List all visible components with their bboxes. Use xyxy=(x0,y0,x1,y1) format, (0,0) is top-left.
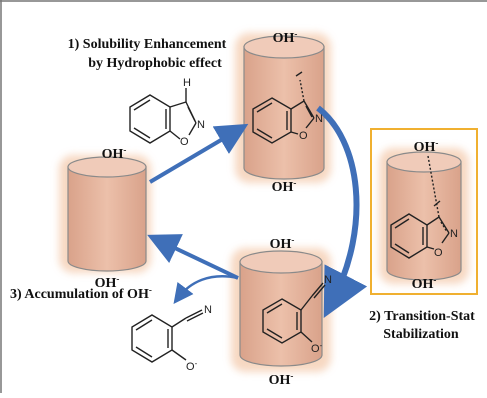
cylinder-right xyxy=(379,148,469,284)
step1-label-line1: 1) Solubility Enhancement xyxy=(68,37,227,52)
atom-label-O-minus: O- xyxy=(311,341,323,355)
arrow-left-to-top xyxy=(148,123,249,184)
salicylonitrile-product-molecule xyxy=(131,309,204,363)
arrow-top-to-bottom xyxy=(316,105,368,318)
bound-substrate-molecule xyxy=(252,71,315,144)
atom-label-N: N xyxy=(324,274,332,286)
cylinder-top-center xyxy=(235,33,331,183)
arrow-product-release xyxy=(173,275,239,304)
bound-product-molecule xyxy=(262,282,326,344)
atom-label-O: O xyxy=(180,136,189,148)
step2-label-line1: 2) Transition-Stat xyxy=(369,309,475,324)
hydroxide-ion: OH- xyxy=(273,29,298,46)
benzisoxazole-molecule xyxy=(129,88,197,144)
atom-label-N: N xyxy=(450,228,458,240)
atom-label-O-minus: O- xyxy=(186,359,198,373)
atom-label-O: O xyxy=(299,130,308,142)
hydroxide-ion: OH- xyxy=(412,275,437,292)
hydroxide-ion: OH- xyxy=(102,145,127,162)
hydroxide-ion: OH- xyxy=(414,138,439,155)
step1-label-line2: by Hydrophobic effect xyxy=(88,56,222,71)
step2-label-line2: Stabilization xyxy=(383,327,459,342)
atom-label-O: O xyxy=(434,247,443,259)
hydroxide-ion: OH- xyxy=(95,274,120,291)
atom-label-N: N xyxy=(197,119,205,131)
atom-label-N: N xyxy=(204,304,212,316)
transition-state-molecule xyxy=(390,155,450,259)
hydroxide-ion: OH- xyxy=(270,235,295,252)
hydroxide-ion: OH- xyxy=(272,178,297,195)
step3-label: 3) Accumulation of OH- xyxy=(10,285,152,302)
atom-label-H: H xyxy=(183,77,191,89)
cylinder-bottom-center xyxy=(231,248,331,372)
arrow-bottom-to-left xyxy=(147,234,239,280)
hydroxide-ion: OH- xyxy=(269,371,294,388)
atom-label-N: N xyxy=(315,113,323,125)
cylinder-left xyxy=(59,155,151,273)
